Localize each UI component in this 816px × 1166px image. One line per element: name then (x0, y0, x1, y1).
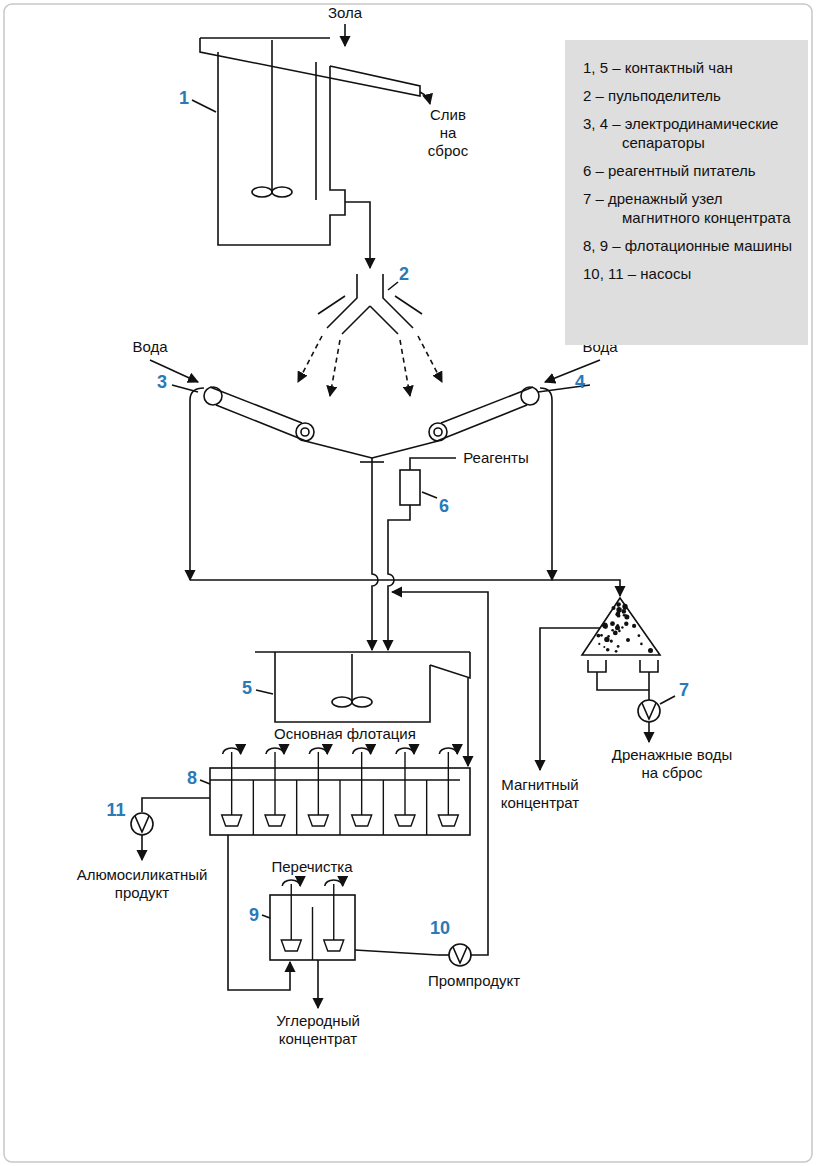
legend-panel: 1, 5 – контактный чан 2 – пульподелитель 3… (565, 40, 808, 345)
stream-label: Вода (132, 338, 167, 356)
stream-label: Углеродный концентрат (263, 1012, 373, 1048)
stream-label: Промпродукт (428, 972, 520, 990)
legend-entry: 6 – реагентный питатель (583, 161, 798, 180)
stream-label: Реагенты (463, 449, 528, 467)
separator (204, 387, 314, 441)
callout-number: 5 (242, 678, 252, 698)
pump (131, 813, 153, 835)
legend-entry: 1, 5 – контактный чан (583, 58, 798, 77)
callout-number: 9 (249, 905, 259, 925)
callout-number: 1 (179, 88, 189, 108)
stream-label: Алюмосиликатный продукт (57, 866, 227, 902)
callout-number: 2 (399, 264, 409, 284)
callout-number: 6 (439, 496, 449, 516)
callout-number: 7 (679, 680, 689, 700)
contact-tank (255, 652, 470, 722)
legend-entry: 8, 9 – флотационные машины (583, 236, 798, 255)
pump (449, 944, 471, 966)
contact-tank (200, 38, 420, 245)
flotation-machine (210, 748, 470, 835)
legend-entry: 7 – дренажный узел магнитного концентрат… (583, 189, 798, 227)
callout-number: 8 (187, 768, 197, 788)
page-frame (4, 4, 812, 1162)
magnetic-concentrate-pile (582, 598, 660, 655)
reagent-feeder (400, 470, 420, 505)
separator (429, 387, 539, 441)
legend-entry: 3, 4 – электродинамические сепараторы (583, 114, 798, 152)
callout-number: 3 (157, 372, 167, 392)
callout-number: 10 (430, 918, 450, 938)
callout-number: 11 (106, 800, 125, 820)
callout-number: 4 (575, 372, 585, 392)
stream-label: Дренажные воды на сброс (602, 746, 742, 782)
legend-entry: 10, 11 – насосы (583, 264, 798, 283)
pump (638, 700, 660, 722)
flotation-machine (270, 880, 355, 960)
stream-label: Основная флотация (274, 725, 416, 743)
legend-entry: 2 – пульподелитель (583, 86, 798, 105)
stream-label: Слив на сброс (426, 106, 470, 160)
stream-label: Зола (328, 4, 362, 22)
stream-label: Перечистка (271, 858, 352, 876)
stream-label: Магнитный концентрат (480, 776, 600, 812)
